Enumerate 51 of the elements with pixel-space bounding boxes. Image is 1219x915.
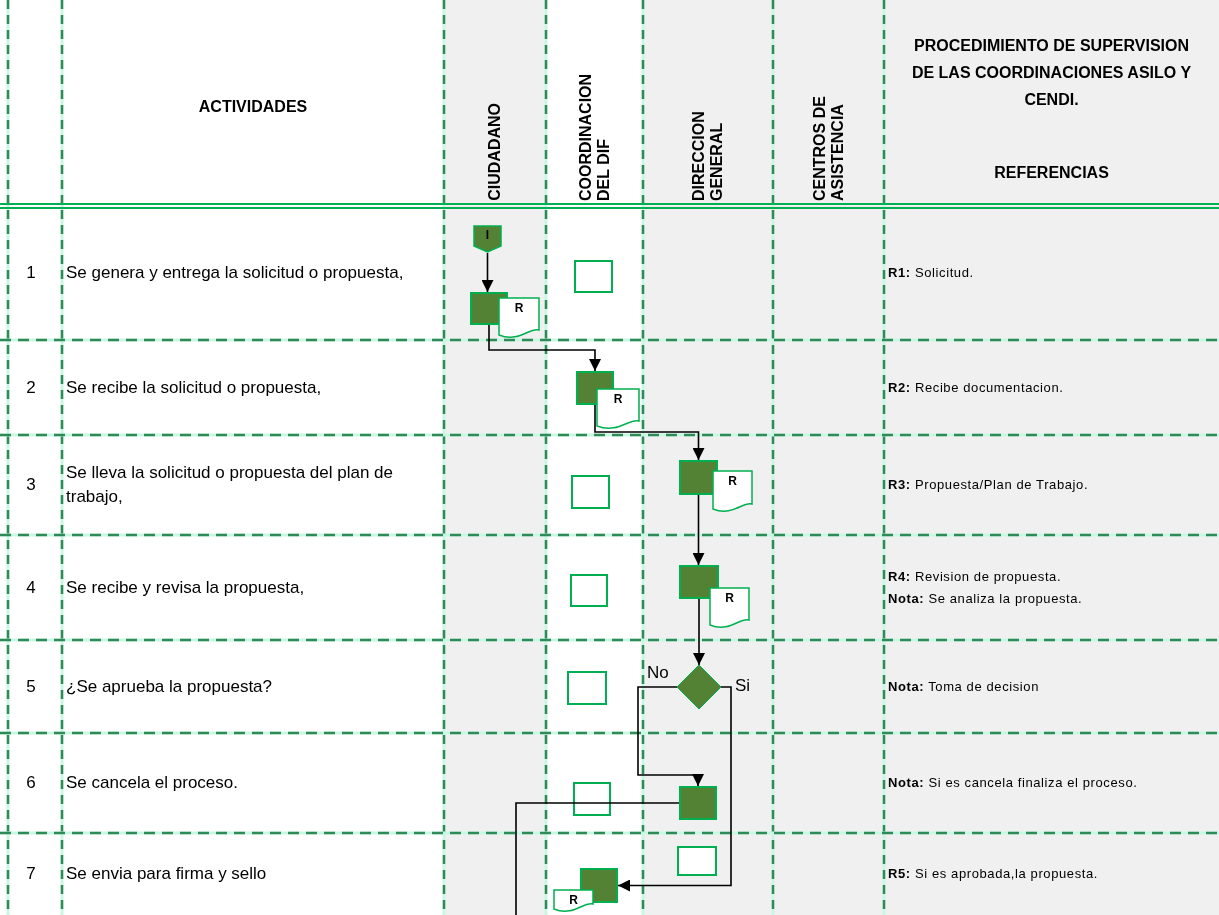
activity-text: Se envia para firma y sello bbox=[66, 863, 267, 885]
column-header: REFERENCIAS bbox=[994, 163, 1109, 183]
activity-text: Se recibe la solicitud o propuesta, bbox=[66, 376, 322, 399]
column-header: DIRECCION GENERAL bbox=[690, 110, 726, 201]
reference-note: R4: Revision de propuesta. bbox=[888, 567, 1062, 586]
reference-note: R1: Solicitud. bbox=[888, 263, 974, 282]
arrow bbox=[693, 598, 705, 666]
empty-box bbox=[567, 671, 607, 705]
row-number: 6 bbox=[26, 773, 36, 793]
activity-text: ¿Se aprueba la propuesta? bbox=[66, 675, 273, 698]
activity-text: Se lleva la solicitud o propuesta del plan de trabajo, bbox=[66, 462, 394, 508]
row-number: 3 bbox=[26, 475, 36, 495]
activity-text: Se genera y entrega la solicitud o propuesta, bbox=[66, 261, 404, 284]
column-header: ACTIVIDADES bbox=[198, 97, 308, 117]
start-terminator: I bbox=[473, 225, 502, 253]
activity-text: Se recibe y revisa la propuesta, bbox=[66, 576, 305, 599]
empty-box bbox=[570, 574, 608, 607]
decision-diamond bbox=[677, 665, 721, 709]
row-number: 4 bbox=[26, 577, 36, 598]
empty-box bbox=[573, 782, 611, 816]
column-header: CIUDADANO bbox=[486, 103, 504, 201]
column-header: PROCEDIMIENTO DE SUPERVISION DE LAS COORDINACIONES ASILO Y CENDI. bbox=[910, 36, 1193, 110]
document-shape: R bbox=[596, 388, 640, 432]
document-shape: R bbox=[498, 297, 540, 341]
row-number: 1 bbox=[26, 262, 36, 283]
reference-note: R5: Si es aprobada,la propuesta. bbox=[888, 865, 1098, 883]
reference-note: Nota: Si es cancela finaliza el proceso. bbox=[888, 774, 1138, 792]
empty-box bbox=[574, 260, 613, 293]
document-shape: R bbox=[712, 470, 753, 515]
document-shape: R bbox=[709, 587, 750, 631]
arrow bbox=[481, 252, 494, 293]
arrow bbox=[692, 494, 705, 566]
row-number: 2 bbox=[26, 377, 36, 398]
process-box bbox=[679, 565, 719, 599]
activity-text: Se cancela el proceso. bbox=[66, 772, 238, 794]
row-number: 7 bbox=[26, 864, 36, 884]
reference-note: Nota: Se analiza la propuesta. bbox=[888, 589, 1083, 608]
arrow bbox=[488, 324, 601, 372]
column-header: COORDINACION DEL DIF bbox=[576, 72, 613, 201]
arrow bbox=[594, 404, 705, 461]
column-header: CENTROS DE ASISTENCIA bbox=[810, 95, 847, 201]
process-box bbox=[679, 786, 717, 820]
document-shape: R bbox=[553, 889, 594, 915]
empty-box bbox=[571, 475, 610, 509]
empty-box bbox=[677, 846, 717, 876]
row-number: 5 bbox=[26, 676, 36, 697]
reference-note: R3: Propuesta/Plan de Trabajo. bbox=[888, 476, 1089, 494]
reference-note: R2: Recibe documentacion. bbox=[888, 378, 1064, 397]
arrow bbox=[637, 686, 704, 787]
reference-note: Nota: Toma de decision bbox=[888, 677, 1039, 696]
arrow bbox=[617, 686, 732, 892]
